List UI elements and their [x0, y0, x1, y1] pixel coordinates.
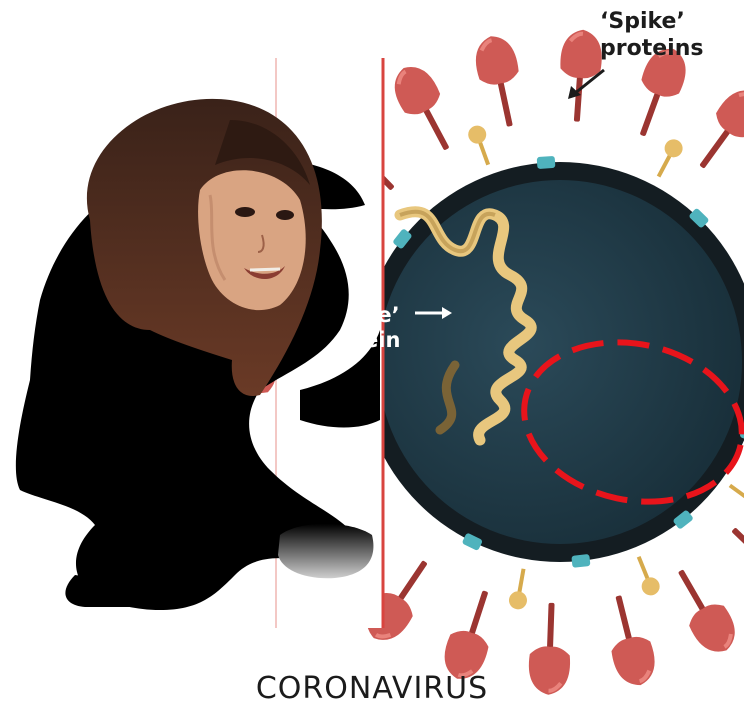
inner-label-line2: ein: [364, 328, 400, 353]
caption: CORONAVIRUS: [0, 671, 744, 706]
inner-label-line1: ke’: [364, 303, 400, 328]
shoe: [278, 524, 373, 579]
inner-protein-label: ke’ ein: [364, 303, 400, 353]
spike-label-line2: proteins: [600, 35, 703, 62]
spike-proteins-label: ‘Spike’ proteins: [600, 8, 703, 62]
spike-label-line1: ‘Spike’: [600, 8, 703, 35]
